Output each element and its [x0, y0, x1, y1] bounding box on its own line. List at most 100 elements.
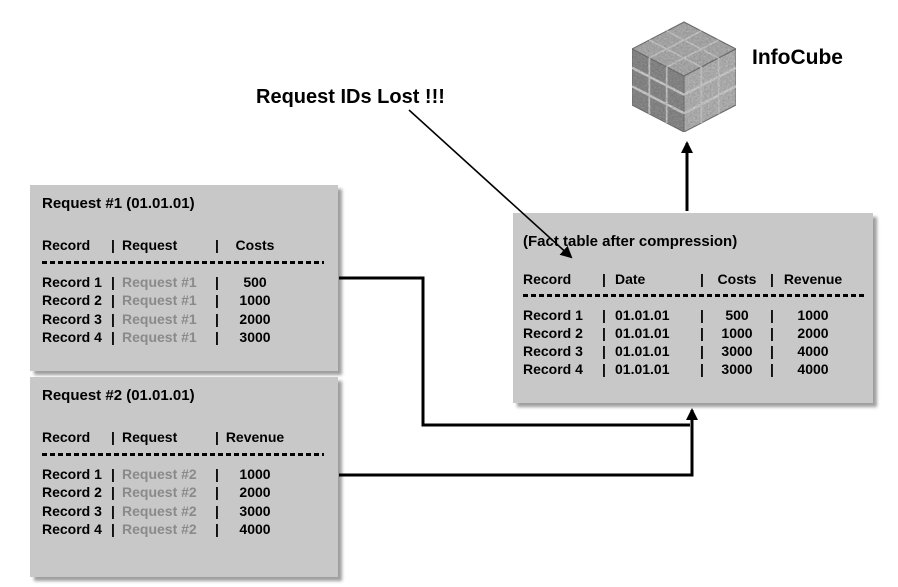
column-separator: | — [700, 271, 704, 287]
costs-cell: 3000 — [721, 343, 753, 359]
column-separator: | — [215, 465, 219, 482]
costs-cell: 1000 — [721, 325, 753, 341]
revenue-cell: 4000 — [797, 343, 829, 359]
column-separator: | — [111, 521, 115, 537]
request-cell: Request #2 — [122, 484, 197, 500]
column-separator: | — [111, 237, 115, 253]
column-header-request: Request — [122, 237, 178, 253]
request1-header-row: Record | Request | Costs — [42, 236, 338, 255]
table-row: Record 2 | 01.01.01 | 1000 | 2000 — [523, 324, 873, 342]
record-cell: Record 3 — [523, 343, 583, 359]
revenue-cell: 2000 — [797, 325, 829, 341]
record-cell: Record 1 — [42, 273, 102, 290]
fact-table-header-row: Record | Date | Costs | Revenue — [523, 270, 873, 288]
column-separator: | — [111, 429, 115, 445]
dashed-divider — [523, 294, 865, 297]
column-separator: | — [770, 343, 774, 359]
connector-request2-to-fact-arrow — [339, 408, 698, 477]
table-row: Record 4 | Request #2 | 4000 — [42, 520, 338, 539]
costs-cell: 500 — [725, 307, 749, 323]
column-separator: | — [111, 273, 115, 290]
table-row: Record 2 | Request #1 | 1000 — [42, 291, 338, 310]
request-cell: Request #1 — [122, 310, 197, 327]
column-header-request: Request — [122, 429, 178, 445]
column-separator: | — [215, 521, 219, 537]
table-row: Record 1 | Request #1 | 500 — [42, 273, 338, 292]
column-separator: | — [215, 237, 219, 253]
value-cell: 3000 — [239, 502, 271, 519]
date-cell: 01.01.01 — [615, 343, 670, 359]
record-cell: Record 1 — [523, 307, 583, 323]
date-cell: 01.01.01 — [615, 361, 670, 377]
request1-box: Request #1 (01.01.01) Record | Request |… — [30, 185, 338, 371]
dashed-divider — [42, 260, 324, 264]
column-header-date: Date — [615, 271, 646, 287]
column-separator: | — [215, 329, 219, 345]
record-cell: Record 4 — [42, 521, 102, 537]
column-header-costs: Costs — [235, 237, 275, 253]
column-separator: | — [700, 343, 704, 359]
column-separator: | — [700, 325, 704, 341]
column-separator: | — [700, 307, 704, 323]
column-separator: | — [215, 484, 219, 500]
record-cell: Record 3 — [42, 502, 102, 519]
record-cell: Record 1 — [42, 465, 102, 482]
value-cell: 2000 — [239, 310, 271, 327]
table-row: Record 4 | 01.01.01 | 3000 | 4000 — [523, 360, 873, 378]
request-cell: Request #1 — [122, 292, 197, 308]
column-header-revenue: Revenue — [225, 429, 285, 445]
annotation-request-ids-lost: Request IDs Lost !!! — [256, 86, 445, 108]
record-cell: Record 4 — [42, 329, 102, 345]
column-separator: | — [215, 292, 219, 308]
column-header-record: Record — [523, 271, 572, 287]
column-header-record: Record — [42, 429, 91, 445]
value-cell: 1000 — [239, 292, 271, 308]
table-row: Record 3 | 01.01.01 | 3000 | 4000 — [523, 342, 873, 360]
record-cell: Record 3 — [42, 310, 102, 327]
table-row: Record 1 | Request #2 | 1000 — [42, 465, 338, 484]
revenue-cell: 4000 — [797, 361, 829, 377]
column-separator: | — [111, 310, 115, 327]
costs-cell: 3000 — [721, 361, 753, 377]
value-cell: 500 — [243, 273, 267, 290]
column-separator: | — [215, 273, 219, 290]
column-header-revenue: Revenue — [783, 271, 843, 287]
column-separator: | — [770, 325, 774, 341]
fact-table-box: (Fact table after compression) Record | … — [513, 213, 873, 403]
column-separator: | — [215, 502, 219, 519]
record-cell: Record 2 — [42, 484, 102, 500]
record-cell: Record 2 — [523, 325, 583, 341]
column-separator: | — [111, 465, 115, 482]
value-cell: 3000 — [239, 329, 271, 345]
revenue-cell: 1000 — [797, 307, 829, 323]
column-separator: | — [111, 292, 115, 308]
column-header-costs: Costs — [717, 271, 757, 287]
dashed-divider — [42, 452, 324, 456]
value-cell: 1000 — [239, 465, 271, 482]
column-separator: | — [215, 310, 219, 327]
request-cell: Request #2 — [122, 521, 197, 537]
value-cell: 4000 — [239, 521, 271, 537]
column-separator: | — [111, 502, 115, 519]
table-row: Record 2 | Request #2 | 2000 — [42, 483, 338, 502]
request-cell: Request #1 — [122, 329, 197, 345]
infocube-icon — [630, 20, 738, 133]
request2-title: Request #2 (01.01.01) — [42, 387, 195, 404]
request1-title: Request #1 (01.01.01) — [42, 195, 195, 212]
table-row: Record 4 | Request #1 | 3000 — [42, 328, 338, 347]
column-separator: | — [770, 307, 774, 323]
column-separator: | — [111, 329, 115, 345]
column-header-record: Record — [42, 237, 91, 253]
column-separator: | — [215, 429, 219, 445]
table-row: Record 3 | Request #1 | 2000 — [42, 310, 338, 329]
column-separator: | — [111, 484, 115, 500]
fact-table-title: (Fact table after compression) — [523, 233, 738, 250]
column-separator: | — [770, 361, 774, 377]
request-cell: Request #1 — [122, 273, 197, 290]
infocube-label: InfoCube — [752, 46, 843, 69]
request2-header-row: Record | Request | Revenue — [42, 428, 338, 447]
table-row: Record 1 | 01.01.01 | 500 | 1000 — [523, 306, 873, 324]
record-cell: Record 4 — [523, 361, 583, 377]
column-separator: | — [770, 271, 774, 287]
